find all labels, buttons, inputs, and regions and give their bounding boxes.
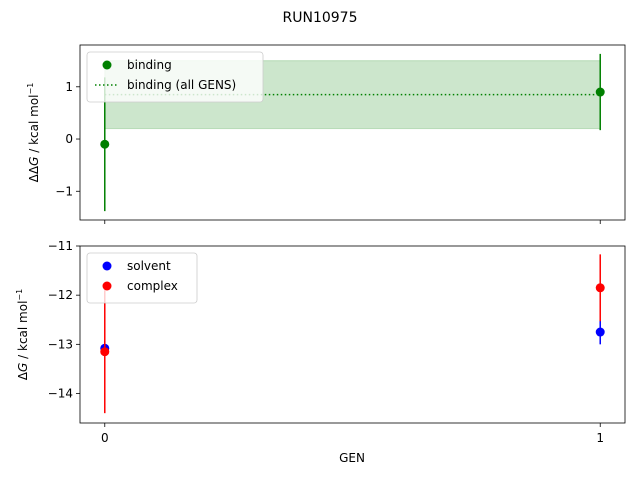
y-tick-label: 0 [65,132,73,146]
y-tick-label: −1 [55,184,73,198]
legend-swatch [102,281,112,291]
x-axis-label: GEN [339,451,365,465]
data-point [100,347,110,357]
axes-frame [79,245,626,424]
x-tick-label: 1 [596,431,604,445]
data-point [595,87,605,97]
axes-frame [79,44,626,221]
data-point [100,139,110,149]
y-tick-label: 1 [65,80,73,94]
legend-swatch [102,261,112,271]
legend-box [86,51,264,103]
y-tick-label: −12 [48,288,73,302]
y-tick-label: −13 [48,337,73,351]
panel-2: −14 −13 −12 −11 0 1 ΔG / kcal mol−1 solvent comp… [15,239,626,445]
panel-1: −1 0 1 ΔΔG / kcal mol−1 binding binding (all … [26,44,626,224]
x-tick-label: 0 [101,431,109,445]
y-axis-label: ΔΔG / kcal mol−1 [26,83,41,183]
legend-label: solvent [127,259,171,273]
y-tick-label: −14 [48,387,73,401]
legend-label: binding [127,58,172,72]
data-point [595,283,605,293]
figure-title: RUN10975 [283,10,358,26]
legend-label: binding (all GENS) [127,78,236,92]
panels: −1 0 1 ΔΔG / kcal mol−1 binding binding (all … [15,44,626,445]
legend: solvent complex [86,252,198,304]
y-axis-label: ΔG / kcal mol−1 [15,289,30,380]
legend: binding binding (all GENS) [86,51,264,103]
legend-label: complex [127,279,178,293]
legend-box [86,252,198,304]
legend-swatch [102,60,112,70]
y-tick-label: −11 [48,239,73,253]
data-point [595,327,605,337]
